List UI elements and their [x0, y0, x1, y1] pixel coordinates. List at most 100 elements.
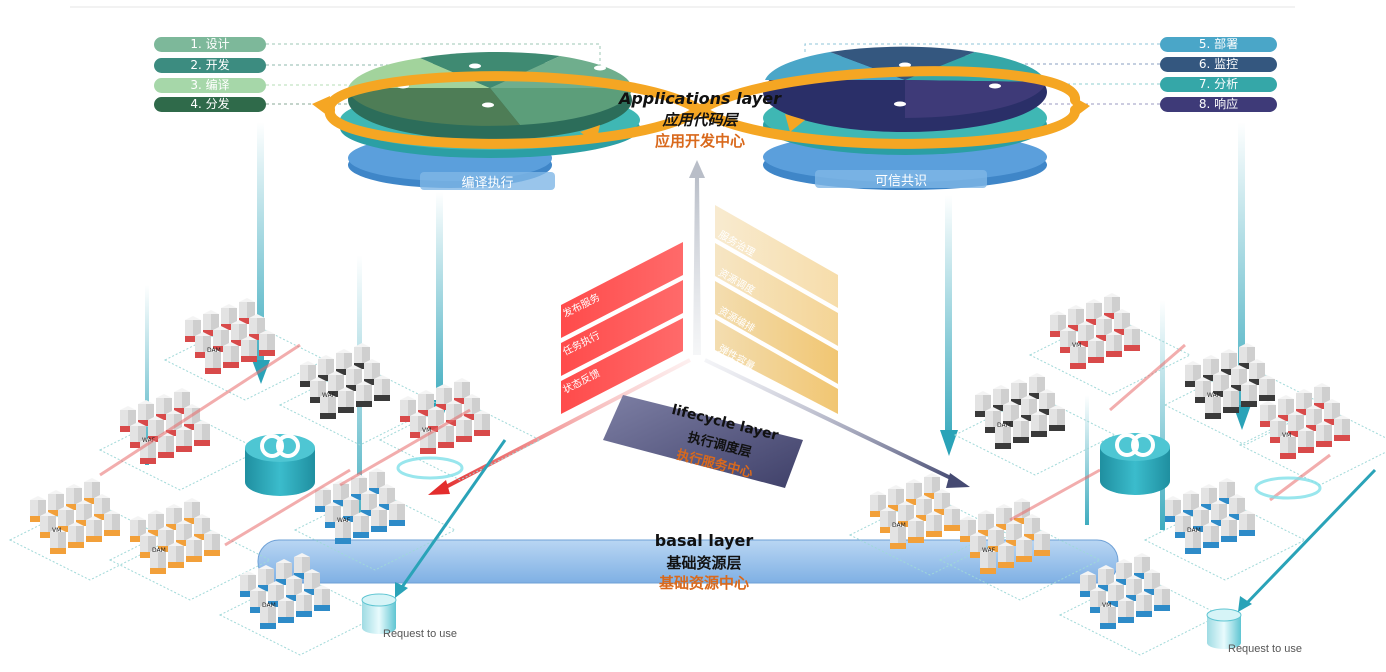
server-box-accent: [1195, 397, 1211, 403]
rack-label: DAM: [892, 522, 906, 529]
server-box-front: [1288, 415, 1296, 437]
server-box-accent: [361, 510, 377, 516]
server-box-front: [50, 532, 58, 554]
server-box-accent: [353, 532, 369, 538]
server-box-side: [1057, 409, 1065, 431]
server-box-accent: [66, 504, 82, 510]
server-box-side: [988, 552, 996, 574]
server-box-front: [336, 353, 344, 375]
server-box-side: [472, 398, 480, 420]
server-box-side: [211, 314, 219, 336]
server-box-accent: [1013, 437, 1029, 443]
server-box-side: [318, 381, 326, 403]
server-box-side: [1029, 399, 1037, 421]
server-box-side: [482, 414, 490, 436]
server-box-accent: [294, 573, 310, 579]
cluster-link: [1109, 343, 1186, 412]
basal-band: [257, 539, 1119, 584]
server-box-accent: [184, 518, 200, 524]
server-box-front: [1241, 385, 1249, 407]
request-to-use-left: Request to use: [383, 628, 457, 640]
rack-label: WAF: [982, 547, 996, 554]
server-box-side: [1193, 365, 1201, 387]
server-box-front: [1003, 405, 1011, 427]
server-box-front: [1104, 297, 1112, 319]
server-box-side: [952, 509, 960, 531]
server-box-side: [1132, 329, 1140, 351]
server-box-front: [40, 516, 48, 538]
server-box-front: [130, 520, 138, 542]
server-box-accent: [1003, 421, 1019, 427]
server-box-accent: [1288, 431, 1304, 437]
rack-label: VM: [1102, 602, 1111, 609]
server-box-accent: [325, 522, 341, 528]
server-box-accent: [898, 521, 914, 527]
server-box-front: [94, 498, 102, 520]
server-box-front: [176, 524, 184, 546]
server-box-front: [194, 424, 202, 446]
left-storage-cylinder: [361, 593, 397, 634]
server-box-front: [1211, 504, 1219, 526]
server-box-accent: [1278, 415, 1294, 421]
server-box-accent: [1229, 514, 1245, 520]
server-box-front: [30, 500, 38, 522]
server-box-front: [1080, 575, 1088, 597]
server-box-front: [995, 427, 1003, 449]
server-box-side: [58, 532, 66, 554]
server-box-front: [1011, 383, 1019, 405]
server-box-front: [1278, 399, 1286, 421]
server-box-side: [1047, 393, 1055, 415]
rack-label: WAF: [142, 437, 156, 444]
server-box-accent: [1211, 520, 1227, 526]
server-box-accent: [231, 340, 247, 346]
server-box-side: [1213, 397, 1221, 419]
server-box-accent: [1201, 504, 1217, 510]
server-box-front: [1324, 403, 1332, 425]
server-box-side: [986, 514, 994, 536]
server-box-accent: [48, 510, 64, 516]
basal-subtitle: 基础资源中心: [658, 574, 749, 592]
server-box-accent: [1108, 601, 1124, 607]
glow-rings: [396, 456, 1322, 500]
server-box-side: [302, 557, 310, 579]
right-storage-cylinder: [1206, 608, 1242, 649]
server-box-accent: [1205, 413, 1221, 419]
server-box-side: [377, 472, 385, 494]
server-box-accent: [1098, 585, 1114, 591]
server-box-accent: [1050, 331, 1066, 337]
server-box-front: [1296, 393, 1304, 415]
server-box-side: [1162, 589, 1170, 611]
rack-label: WAF: [337, 517, 351, 524]
server-box-accent: [1203, 375, 1219, 381]
server-box-accent: [438, 442, 454, 448]
server-box-front: [48, 494, 56, 516]
server-box-front: [354, 347, 362, 369]
lifecycle-plate: [603, 395, 803, 488]
server-box-accent: [1021, 415, 1037, 421]
server-box-front: [1013, 421, 1021, 443]
server-box-front: [296, 595, 304, 617]
server-box-accent: [1223, 407, 1239, 413]
cluster-link: [1009, 468, 1101, 522]
server-box-accent: [1175, 532, 1191, 538]
server-box-side: [1094, 303, 1102, 325]
server-box-front: [1221, 353, 1229, 375]
server-box-accent: [1134, 573, 1150, 579]
server-box-side: [323, 490, 331, 512]
server-box-side: [436, 410, 444, 432]
server-box-side: [1173, 500, 1181, 522]
server-box-side: [1001, 389, 1009, 411]
server-box-front: [1306, 409, 1314, 431]
server-box-front: [379, 488, 387, 510]
server-box-accent: [250, 607, 266, 613]
server-box-front: [231, 324, 239, 346]
server-box-front: [294, 557, 302, 579]
server-box-side: [333, 506, 341, 528]
server-box-accent: [1118, 617, 1134, 623]
server-box-accent: [1126, 595, 1142, 601]
server-box-front: [1203, 526, 1211, 548]
server-box-side: [341, 484, 349, 506]
server-box-front: [195, 336, 203, 358]
server-box-front: [970, 536, 978, 558]
server-box-accent: [333, 500, 349, 506]
